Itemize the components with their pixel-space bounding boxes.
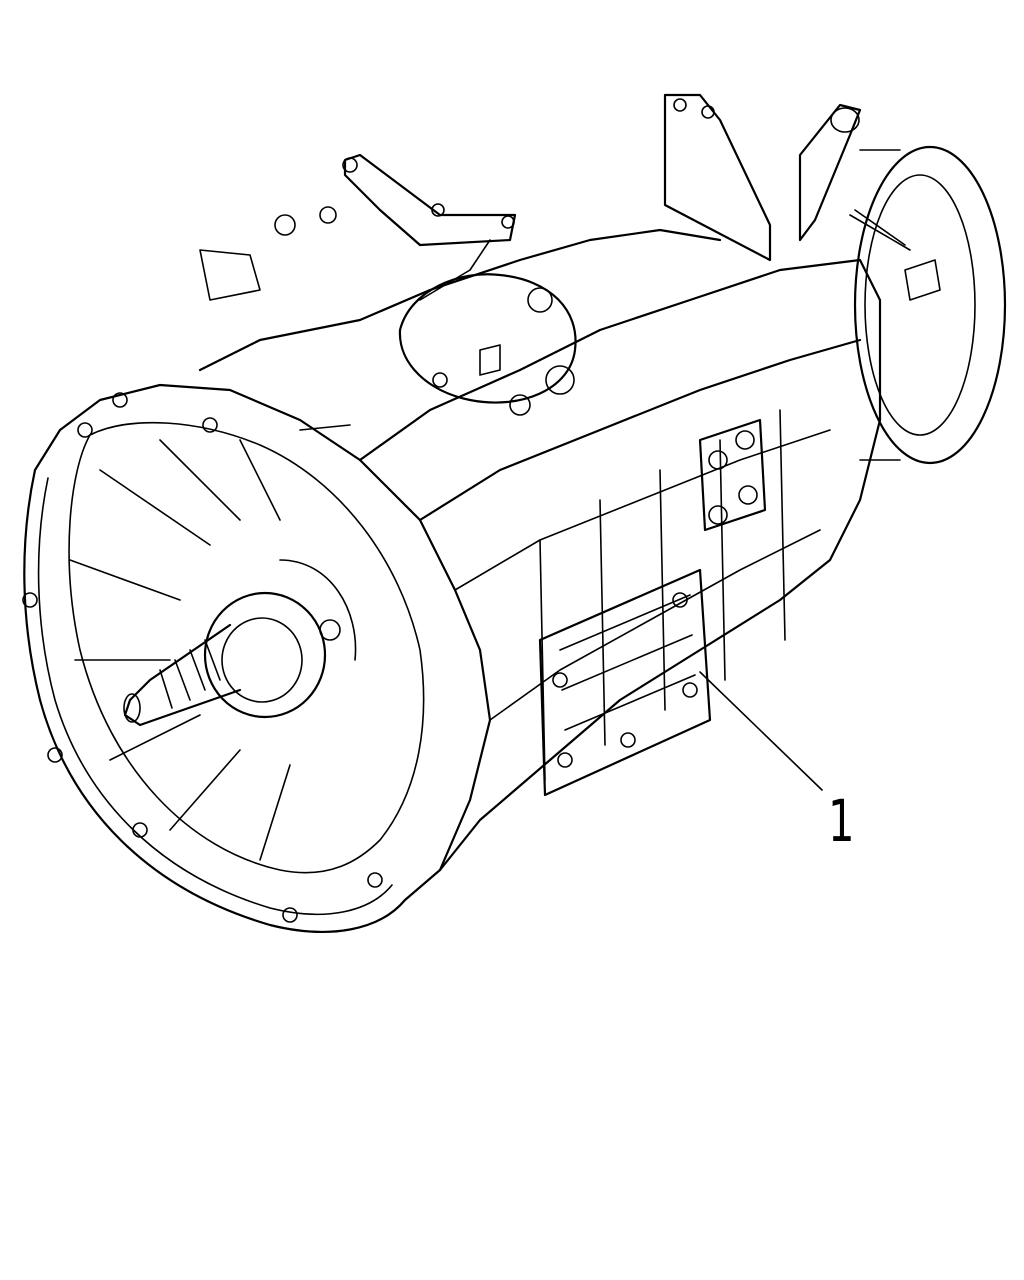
clutch-bell-housing [22, 383, 492, 933]
callout-leader-line [699, 671, 823, 791]
shift-cover-assembly [198, 153, 722, 431]
rear-output-flange [853, 145, 1007, 465]
rear-mount-bracket [663, 93, 911, 262]
input-shaft [123, 559, 357, 727]
callout-label-1: 1 [828, 787, 855, 855]
gearbox-main-housing [358, 258, 882, 872]
